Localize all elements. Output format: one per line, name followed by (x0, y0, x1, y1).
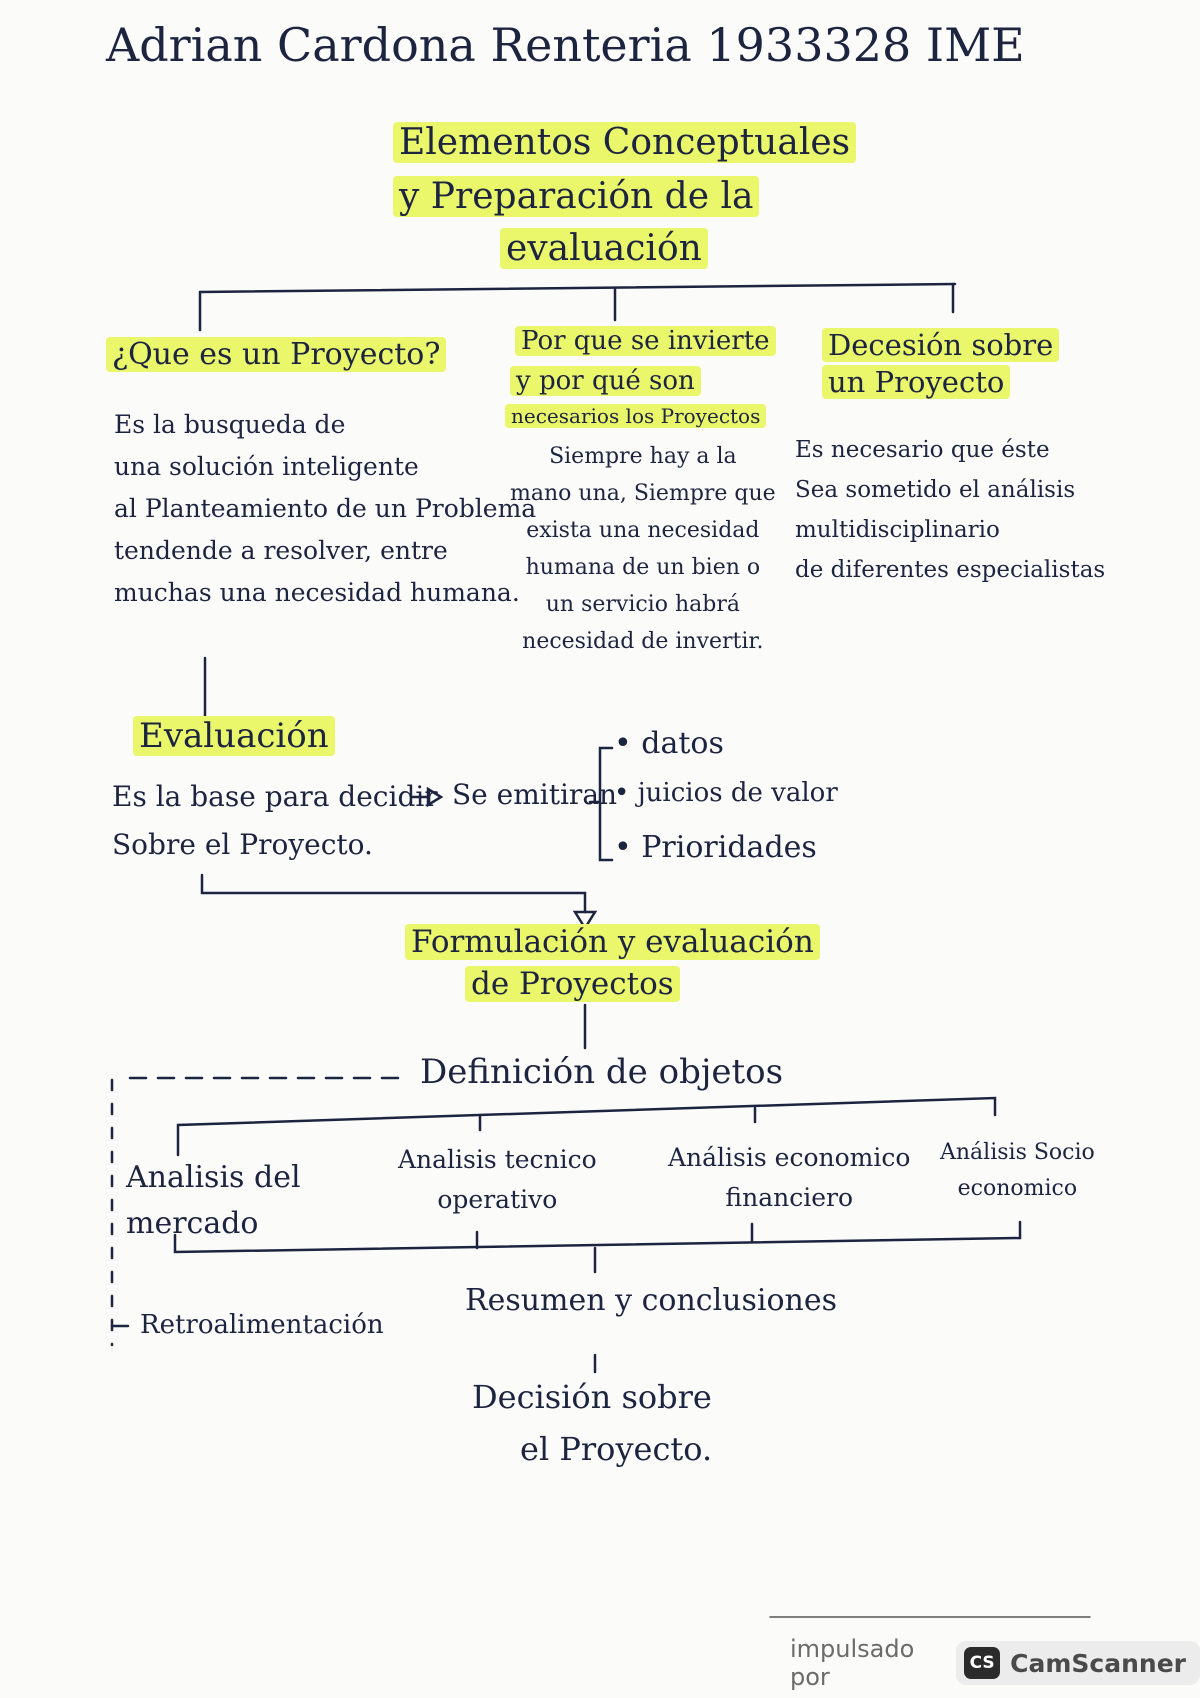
analyses-bottom-bracket (173, 1220, 1022, 1254)
formulacion-line-2: de Proyectos (465, 966, 680, 1002)
decision-line-2: el Proyecto. (520, 1430, 713, 1468)
evaluacion-bullet: • Prioridades (614, 830, 817, 865)
section-decision-body: Es necesario que éste Sea sometido el an… (795, 437, 1106, 583)
camscanner-badge: CS CamScanner (956, 1641, 1200, 1685)
evaluacion-bullet: • datos (614, 726, 724, 761)
section-decision-heading-2: un Proyecto (822, 365, 1011, 399)
section-decision-heading-1: Decesión sobre (822, 328, 1060, 362)
resumen-conclusiones: Resumen y conclusiones (465, 1283, 838, 1318)
powered-by-text: impulsado por (790, 1635, 915, 1691)
bullets-bracket (598, 746, 614, 862)
camscanner-watermark: impulsado por CS CamScanner (790, 1635, 1200, 1691)
author-line: Adrian Cardona Renteria 1933328 IME (106, 18, 1025, 72)
title-line-3: evaluación (500, 228, 708, 269)
section-porque-heading-1: Por que se invierte (515, 326, 776, 356)
tree-top-horizontal (198, 282, 957, 294)
title-line-1: Elementos Conceptuales (393, 122, 857, 163)
formulacion-line-1: Formulación y evaluación (405, 924, 820, 960)
section-que-es-heading: ¿Que es un Proyecto? (106, 337, 447, 372)
definicion-objetos: Definición de objetos (420, 1052, 784, 1092)
analyses-top-bracket (176, 1096, 997, 1157)
section-porque-heading-2: y por qué son (510, 366, 701, 396)
decision-line-1: Decisión sobre (472, 1378, 712, 1416)
arrow-head (426, 786, 444, 808)
analysis-tecnico: Analisis tecnico operativo (398, 1145, 597, 1214)
evaluacion-body: Es la base para decidir Sobre el Proyect… (112, 780, 438, 861)
camscanner-brand: CamScanner (1010, 1648, 1186, 1678)
camscanner-logo-icon: CS (964, 1647, 1001, 1679)
arrow-down-formulacion (572, 910, 598, 931)
section-porque-heading-3: necesarios los Proyectos (505, 404, 767, 428)
retroalimentacion: Retroalimentación (140, 1310, 384, 1340)
evaluacion-arrow-text: Se emitiran (452, 778, 618, 811)
section-que-es-body: Es la busqueda de una solución inteligen… (114, 410, 537, 607)
analysis-socio: Análisis Socio economico (940, 1140, 1095, 1201)
analysis-economico: Análisis economico financiero (668, 1143, 911, 1212)
section-porque-body: Siempre hay a la mano una, Siempre que e… (510, 444, 776, 654)
evaluacion-heading: Evaluación (133, 716, 335, 756)
evaluacion-bullet: • juicios de valor (614, 778, 838, 808)
title-line-2: y Preparación de la (393, 176, 760, 217)
connector-to-formulacion (200, 873, 587, 914)
analysis-mercado: Analisis del mercado (126, 1160, 301, 1241)
